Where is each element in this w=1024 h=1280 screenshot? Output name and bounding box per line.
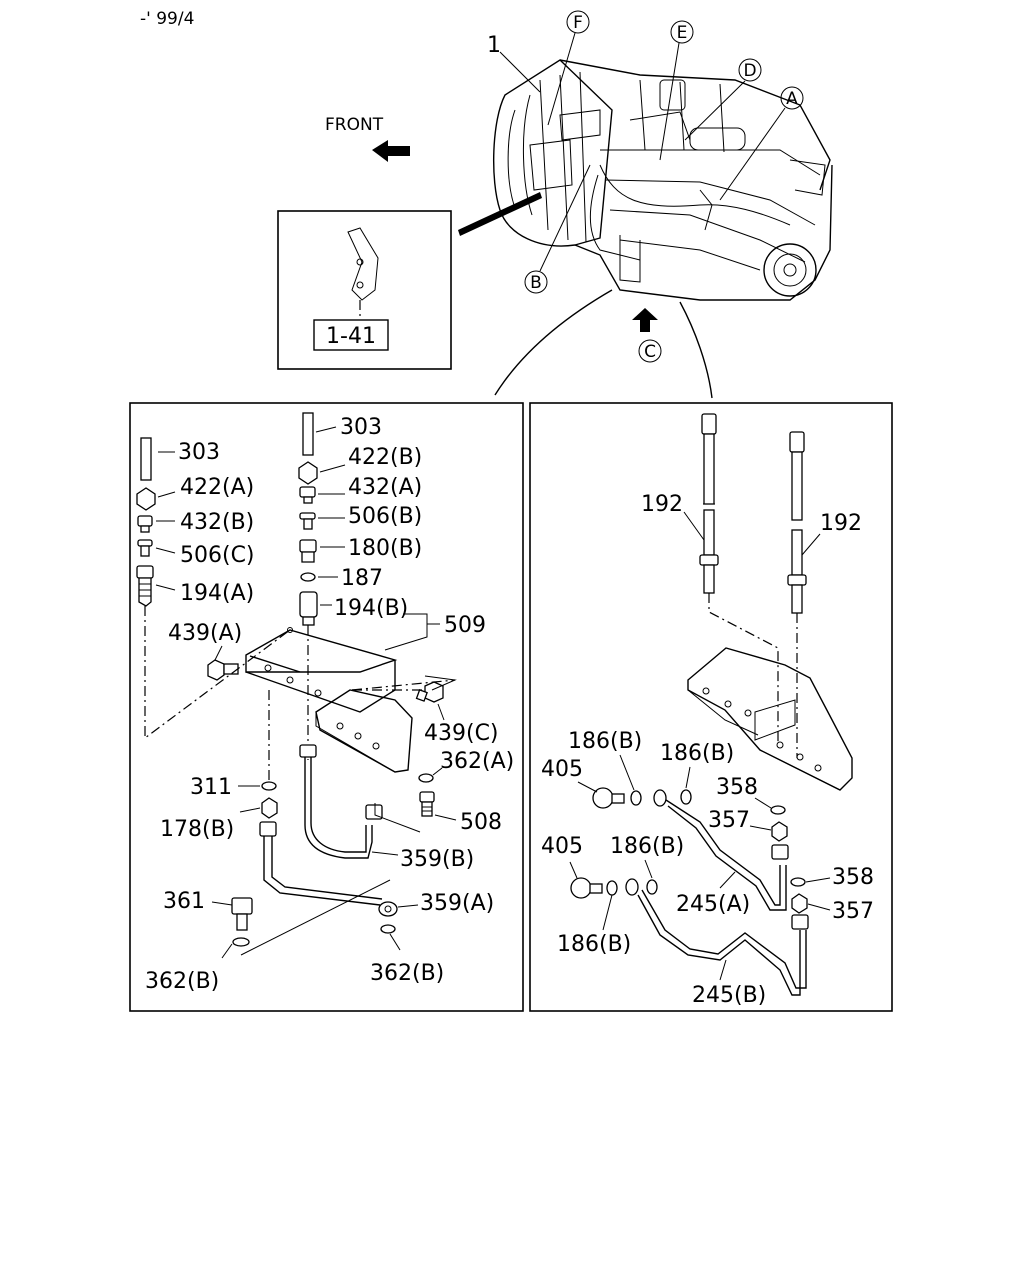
label-362a: 362(A) bbox=[440, 749, 514, 774]
label-508: 508 bbox=[460, 810, 502, 835]
washer-311 bbox=[261, 781, 277, 791]
label-186b-1: 186(B) bbox=[568, 729, 642, 754]
washer-358-bottom bbox=[790, 877, 806, 887]
right-panel-labels: 192 192 186(B) 186(B) 405 358 357 405 18… bbox=[541, 492, 874, 1008]
callout-b-label: B bbox=[530, 273, 542, 293]
nut-357-top bbox=[771, 821, 788, 842]
label-509: 509 bbox=[444, 613, 486, 638]
label-357-bottom: 357 bbox=[832, 899, 874, 924]
hose-192-right bbox=[787, 431, 807, 614]
label-361: 361 bbox=[163, 889, 205, 914]
callout-b: B bbox=[524, 164, 591, 294]
label-245a: 245(A) bbox=[676, 892, 750, 917]
label-506c: 506(C) bbox=[180, 543, 255, 568]
washer-358-top bbox=[770, 805, 786, 815]
label-178b: 178(B) bbox=[160, 817, 234, 842]
label-405-top: 405 bbox=[541, 757, 583, 782]
label-432a: 432(A) bbox=[348, 475, 422, 500]
callout-e: E bbox=[659, 20, 694, 161]
bolt-439a bbox=[207, 659, 239, 681]
label-194b: 194(B) bbox=[334, 596, 408, 621]
label-359b: 359(B) bbox=[400, 847, 474, 872]
bolt-361 bbox=[231, 897, 253, 931]
callout-c-label: C bbox=[644, 342, 656, 362]
right-panel-leader bbox=[679, 301, 713, 399]
label-362b-right: 362(B) bbox=[370, 961, 444, 986]
label-362b-left: 362(B) bbox=[145, 969, 219, 994]
view-arrow-c bbox=[632, 308, 658, 332]
revision-code: -' 99/4 bbox=[140, 9, 194, 29]
label-303-b: 303 bbox=[340, 415, 382, 440]
fitting-508 bbox=[419, 791, 435, 817]
fitting-405-top bbox=[592, 787, 692, 809]
front-arrow bbox=[372, 140, 410, 162]
label-439c: 439(C) bbox=[424, 721, 499, 746]
label-506b: 506(B) bbox=[348, 504, 422, 529]
callout-d: D bbox=[684, 58, 762, 141]
label-405-bottom: 405 bbox=[541, 834, 583, 859]
callout-f: F bbox=[547, 10, 590, 126]
label-311: 311 bbox=[190, 775, 232, 800]
left-column-parts bbox=[136, 437, 156, 607]
pipe-245a bbox=[665, 799, 789, 911]
left-detail-panel bbox=[129, 402, 524, 1012]
right-detail-panel bbox=[529, 402, 893, 1012]
washer-362b-left bbox=[232, 937, 250, 947]
callout-d-label: D bbox=[743, 61, 756, 81]
label-192-right: 192 bbox=[820, 511, 862, 536]
label-187: 187 bbox=[341, 566, 383, 591]
inset-ref-label: 1-41 bbox=[326, 324, 376, 349]
pipe-245b bbox=[637, 889, 809, 996]
fitting-405-bottom bbox=[570, 877, 658, 899]
label-186b-3: 186(B) bbox=[610, 834, 684, 859]
callout-f-label: F bbox=[573, 13, 583, 33]
washer-362b-right bbox=[380, 924, 396, 934]
label-359a: 359(A) bbox=[420, 891, 494, 916]
label-303-a: 303 bbox=[178, 440, 220, 465]
nut-357-bottom bbox=[791, 893, 808, 914]
label-186b-4: 186(B) bbox=[557, 932, 631, 957]
transmission-assembly-drawing bbox=[493, 59, 833, 301]
nut-178b bbox=[261, 797, 278, 819]
bracket-509 bbox=[245, 627, 413, 773]
label-422b: 422(B) bbox=[348, 445, 422, 470]
front-label: FRONT bbox=[325, 115, 384, 135]
callout-e-label: E bbox=[677, 23, 688, 43]
pipe-359b bbox=[299, 744, 383, 859]
label-432b: 432(B) bbox=[180, 510, 254, 535]
inset-leader bbox=[458, 192, 542, 236]
inset-detail-box: 1-41 bbox=[277, 210, 452, 370]
left-panel-leader bbox=[494, 289, 613, 396]
label-358-bottom: 358 bbox=[832, 865, 874, 890]
middle-column-parts bbox=[298, 412, 318, 626]
callout-c: C bbox=[638, 339, 662, 363]
label-357-top: 357 bbox=[708, 808, 750, 833]
label-180b: 180(B) bbox=[348, 536, 422, 561]
left-panel-labels: 303 422(A) 432(B) 506(C) 194(A) 439(A) 3… bbox=[145, 415, 514, 994]
label-245b: 245(B) bbox=[692, 983, 766, 1008]
label-358-top: 358 bbox=[716, 775, 758, 800]
washer-362a bbox=[418, 773, 434, 783]
callout-a-label: A bbox=[786, 89, 798, 109]
hose-192-left bbox=[699, 413, 719, 594]
label-194a: 194(A) bbox=[180, 581, 254, 606]
label-422a: 422(A) bbox=[180, 475, 254, 500]
label-192-left: 192 bbox=[641, 492, 683, 517]
callout-1: 1 bbox=[487, 33, 501, 58]
pipe-359a bbox=[259, 821, 398, 917]
label-439a: 439(A) bbox=[168, 621, 242, 646]
right-bracket bbox=[687, 647, 853, 791]
callout-a: A bbox=[719, 86, 804, 201]
label-186b-2: 186(B) bbox=[660, 741, 734, 766]
bolt-439c bbox=[415, 681, 444, 703]
